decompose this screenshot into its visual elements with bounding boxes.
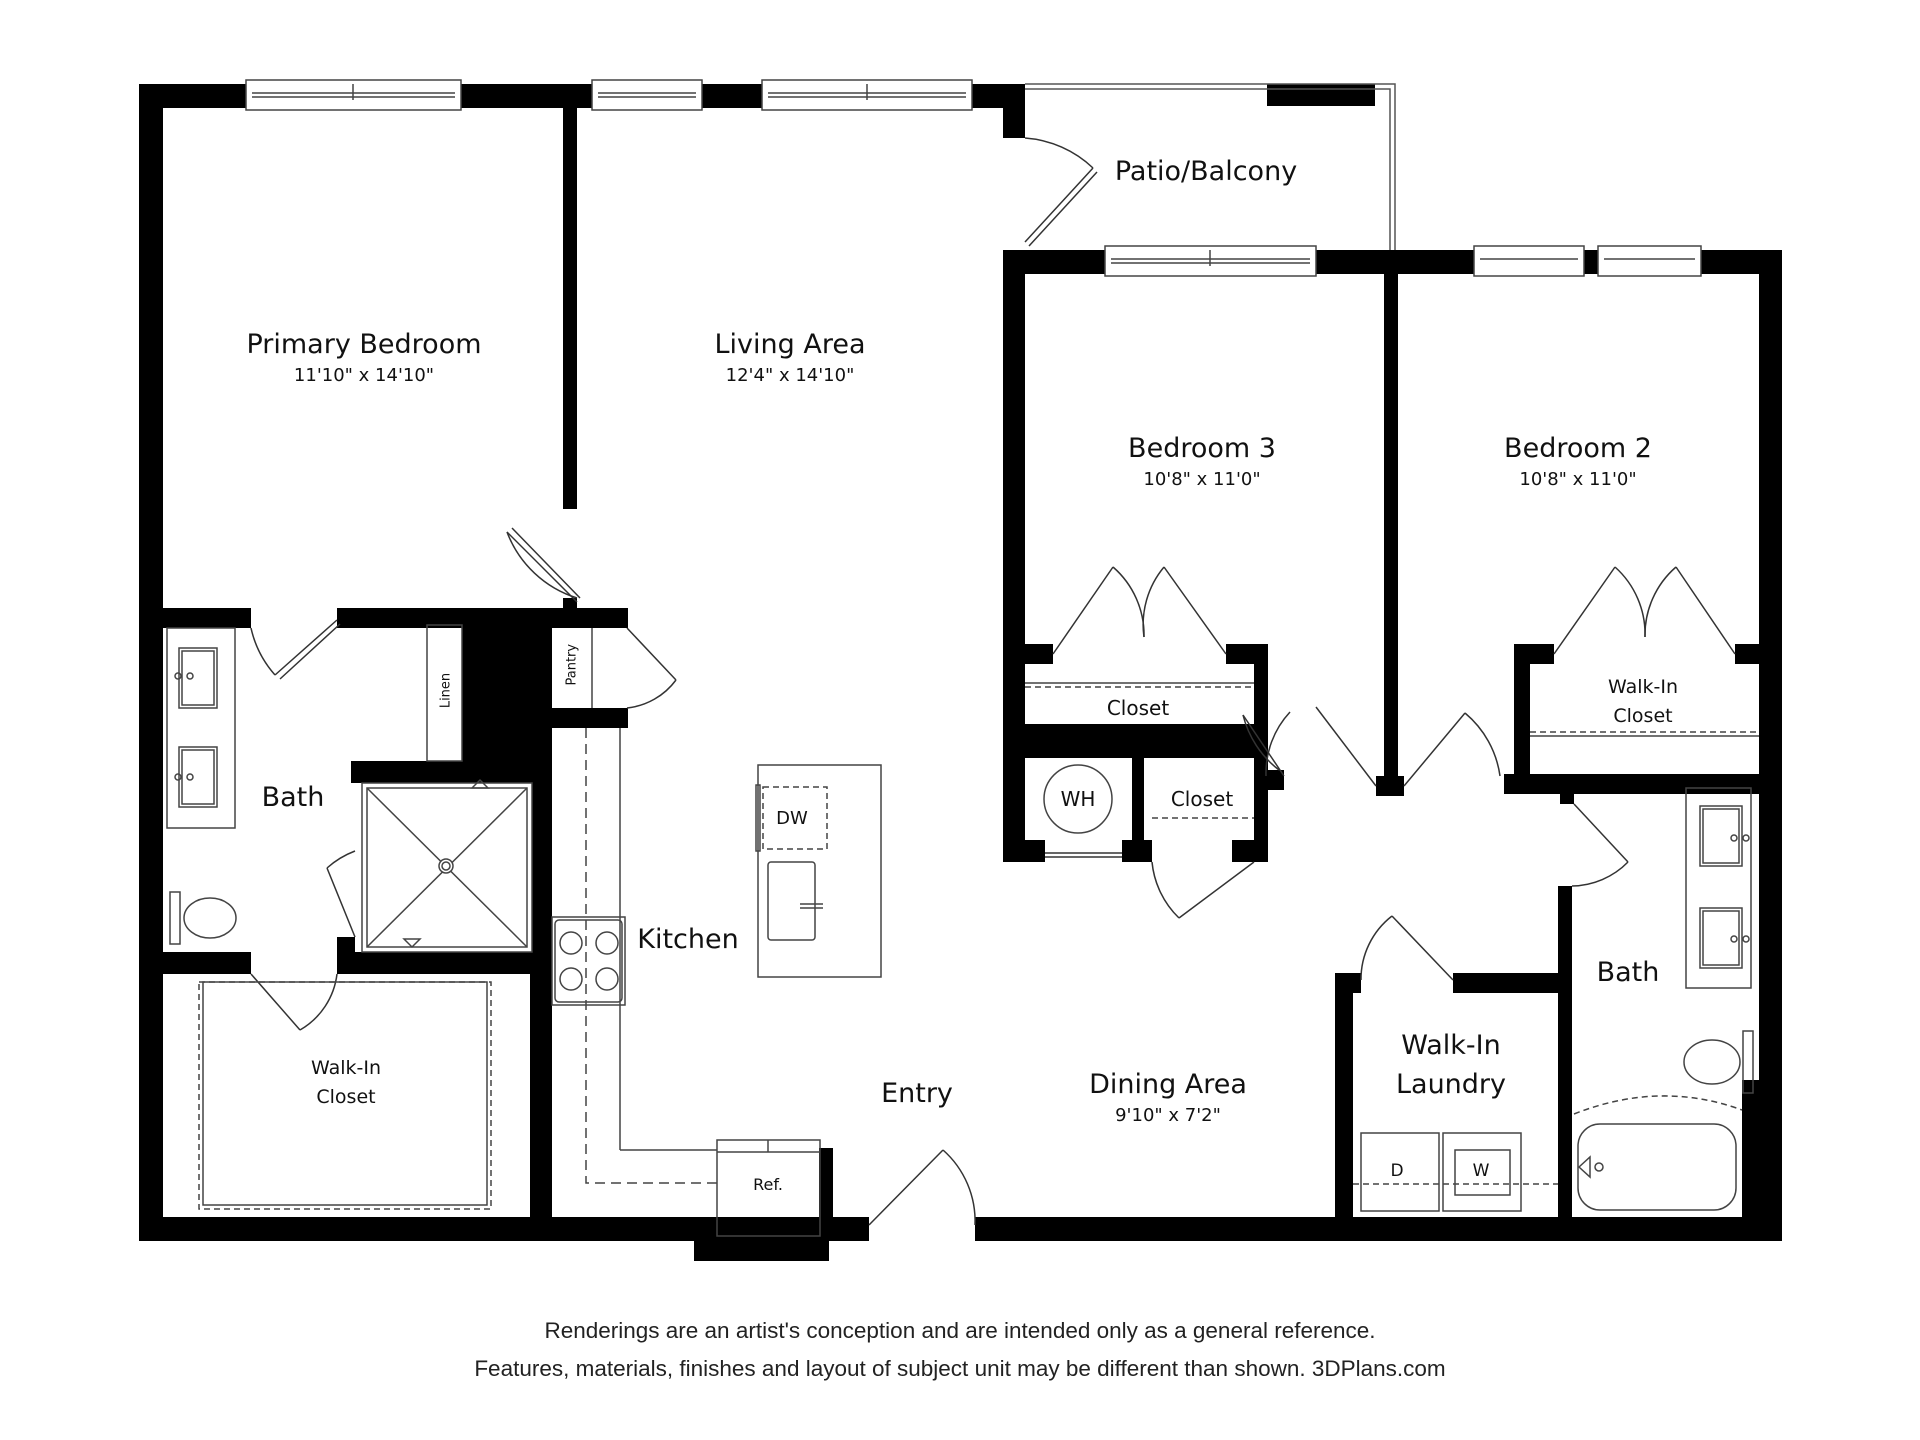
room-primary-bedroom: Primary Bedroom 11'10" x 14'10"	[246, 329, 481, 387]
room-primary-walk-in-closet: Walk-In Closet	[311, 1054, 381, 1112]
room-name: Entry	[881, 1078, 953, 1109]
dishwasher-label: DW	[776, 808, 808, 829]
room-name: Bath	[261, 782, 325, 813]
bedroom-2-walk-in-closet: Walk-In Closet	[1608, 673, 1678, 731]
refrigerator-label: Ref.	[753, 1175, 783, 1194]
walls	[139, 84, 1782, 1261]
room-name: Primary Bedroom	[246, 329, 482, 360]
room-kitchen: Kitchen	[637, 924, 738, 956]
disclaimer: Renderings are an artist's conception an…	[0, 1312, 1920, 1388]
room-name: Bedroom 3	[1128, 433, 1276, 464]
windows	[245, 79, 1702, 277]
room-dimensions: 10'8" x 11'0"	[1519, 469, 1637, 490]
room-dimensions: 12'4" x 14'10"	[725, 365, 855, 386]
room-entry: Entry	[881, 1078, 953, 1110]
patio-railing	[1025, 83, 1396, 250]
room-name: Patio/Balcony	[1114, 156, 1298, 187]
room-bedroom-3: Bedroom 3 10'8" x 11'0"	[1128, 433, 1276, 491]
room-name: Bath	[1596, 957, 1660, 988]
fixtures	[166, 624, 1759, 1237]
closet-label-line1: Walk-In	[1608, 676, 1678, 698]
pantry-label: Pantry	[564, 643, 580, 686]
room-dimensions: 11'10" x 14'10"	[293, 365, 435, 386]
disclaimer-line-2: Features, materials, finishes and layout…	[474, 1356, 1446, 1381]
closet-label-line1: Walk-In	[311, 1057, 381, 1079]
room-name: Bedroom 2	[1504, 433, 1652, 464]
room-walk-in-laundry: Walk-In Laundry	[1396, 1026, 1506, 1104]
room-living-area: Living Area 12'4" x 14'10"	[715, 329, 866, 387]
room-bedroom-2: Bedroom 2 10'8" x 11'0"	[1504, 433, 1652, 491]
linen-closet-label: Linen	[438, 672, 454, 709]
room-name: Kitchen	[637, 924, 739, 955]
dryer-label: D	[1390, 1161, 1404, 1181]
room-dining-area: Dining Area 9'10" x 7'2"	[1089, 1069, 1247, 1127]
closet-label-line2: Closet	[316, 1086, 376, 1108]
hall-closet-label: Closet	[1170, 787, 1234, 811]
water-heater-label: WH	[1060, 787, 1096, 811]
room-name: Living Area	[714, 329, 866, 360]
laundry-label-line2: Laundry	[1395, 1069, 1507, 1100]
room-primary-bath: Bath	[262, 782, 325, 814]
bedroom-3-closet-label: Closet	[1106, 696, 1170, 720]
room-patio-balcony: Patio/Balcony	[1115, 156, 1297, 188]
laundry-label-line1: Walk-In	[1401, 1030, 1501, 1061]
room-name: Dining Area	[1089, 1069, 1247, 1100]
room-dimensions: 9'10" x 7'2"	[1115, 1105, 1221, 1126]
room-bath-2: Bath	[1597, 957, 1660, 989]
closet-label-line2: Closet	[1613, 705, 1673, 727]
washer-label: W	[1472, 1161, 1490, 1181]
room-dimensions: 10'8" x 11'0"	[1143, 469, 1261, 490]
doors	[250, 137, 1736, 1226]
disclaimer-line-1: Renderings are an artist's conception an…	[544, 1318, 1376, 1343]
